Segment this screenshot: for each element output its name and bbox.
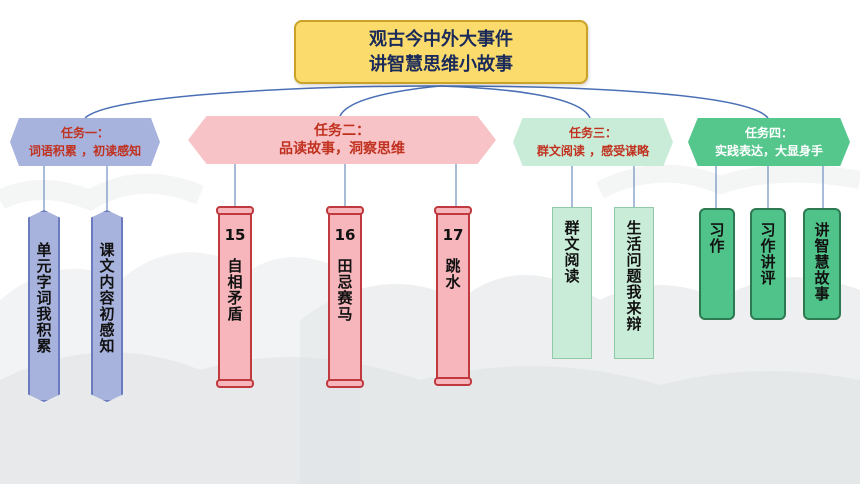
task-2-scroll-15: 15 自相矛盾 [216, 206, 254, 388]
task-4-item-wisdom-stories: 讲智慧故事 [803, 208, 841, 320]
task-2-scroll-16: 16 田忌赛马 [326, 206, 364, 388]
item-text: 跳水 [443, 258, 462, 290]
task-1-item-vocabulary: 单元字词我积累 [28, 210, 60, 402]
task-2-scroll-17: 17 跳水 [434, 206, 472, 386]
task-4-item-writing: 习作 [699, 208, 735, 320]
item-text: 生活问题我来辩 [624, 220, 643, 332]
task-1-label-line2: 词语积累 ，初读感知 [28, 144, 142, 158]
item-text: 自相矛盾 [225, 258, 244, 322]
task-3-node: 任务三： 群文阅读 ，感受谋略 [513, 118, 673, 166]
task-3-item-group-reading: 群文阅读 [552, 207, 592, 359]
task-4-node: 任务四： 实践表达，大显身手 [688, 118, 850, 166]
task-2-label-line2: 品读故事，洞察思维 [279, 141, 405, 157]
lesson-number: 17 [442, 226, 464, 244]
task-3-item-debate: 生活问题我来辩 [614, 207, 654, 359]
task-4-label-line1: 任务四： [744, 126, 793, 140]
item-text: 课文内容初感知 [97, 242, 116, 354]
title-line-1: 观古今中外大事件 [369, 29, 513, 50]
task-3-label-line2: 群文阅读 ，感受谋略 [536, 144, 650, 158]
item-text: 习作讲评 [758, 222, 777, 286]
item-text: 田忌赛马 [335, 258, 354, 322]
task-1-item-first-reading: 课文内容初感知 [91, 210, 123, 402]
item-text: 习作 [707, 222, 726, 254]
item-text: 讲智慧故事 [812, 222, 831, 302]
task-4-item-writing-review: 习作讲评 [750, 208, 786, 320]
item-text: 群文阅读 [562, 220, 581, 284]
task-1-node: 任务一： 词语积累 ，初读感知 [10, 118, 160, 166]
task-2-node: 任务二： 品读故事，洞察思维 [188, 116, 496, 164]
item-text: 单元字词我积累 [34, 242, 53, 354]
title-box: 观古今中外大事件 讲智慧思维小故事 [294, 20, 588, 84]
lesson-number: 15 [224, 226, 246, 244]
task-2-label-line1: 任务二： [314, 123, 370, 139]
task-1-label-line1: 任务一： [60, 126, 109, 140]
title-line-2: 讲智慧思维小故事 [369, 54, 513, 75]
task-3-label-line1: 任务三： [568, 126, 617, 140]
task-4-label-line2: 实践表达，大显身手 [714, 144, 823, 158]
lesson-number: 16 [334, 226, 356, 244]
